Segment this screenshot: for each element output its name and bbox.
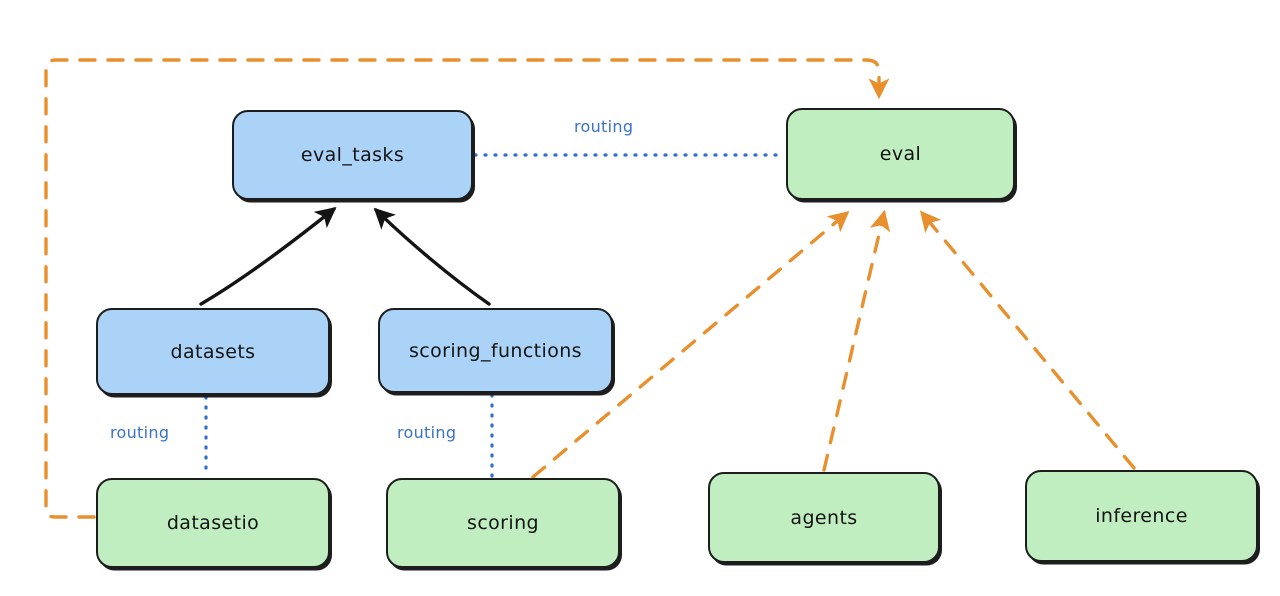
node-scoring-functions[interactable]: scoring_functions [378,308,613,393]
node-label: eval [879,143,922,165]
edge-scoring-functions-to-eval-tasks [373,207,491,306]
node-label: scoring [467,512,539,534]
node-datasets[interactable]: datasets [96,308,330,395]
edge-label-routing-eval-tasks-eval: routing [574,117,634,136]
edge-agents-to-eval [822,209,891,472]
edge-datasetio-to-eval [44,58,890,519]
node-label: datasets [170,340,256,363]
edge-inference-to-eval [919,210,1136,470]
node-datasetio[interactable]: datasetio [96,478,330,568]
node-agents[interactable]: agents [708,472,940,563]
node-eval-tasks[interactable]: eval_tasks [232,110,473,200]
node-scoring[interactable]: scoring [386,478,620,568]
node-label: inference [1095,505,1188,527]
edge-scoring-to-eval [531,210,850,479]
edge-label-routing-scoring-functions-scoring: routing [397,423,457,442]
node-inference[interactable]: inference [1025,470,1258,562]
node-label: agents [790,506,858,529]
node-eval[interactable]: eval [786,108,1015,200]
edge-label-routing-datasets-datasetio: routing [110,423,170,442]
node-label: eval_tasks [300,144,405,166]
edge-datasets-to-eval-tasks [199,207,337,306]
node-label: scoring_functions [409,339,582,362]
node-label: datasetio [166,512,260,534]
